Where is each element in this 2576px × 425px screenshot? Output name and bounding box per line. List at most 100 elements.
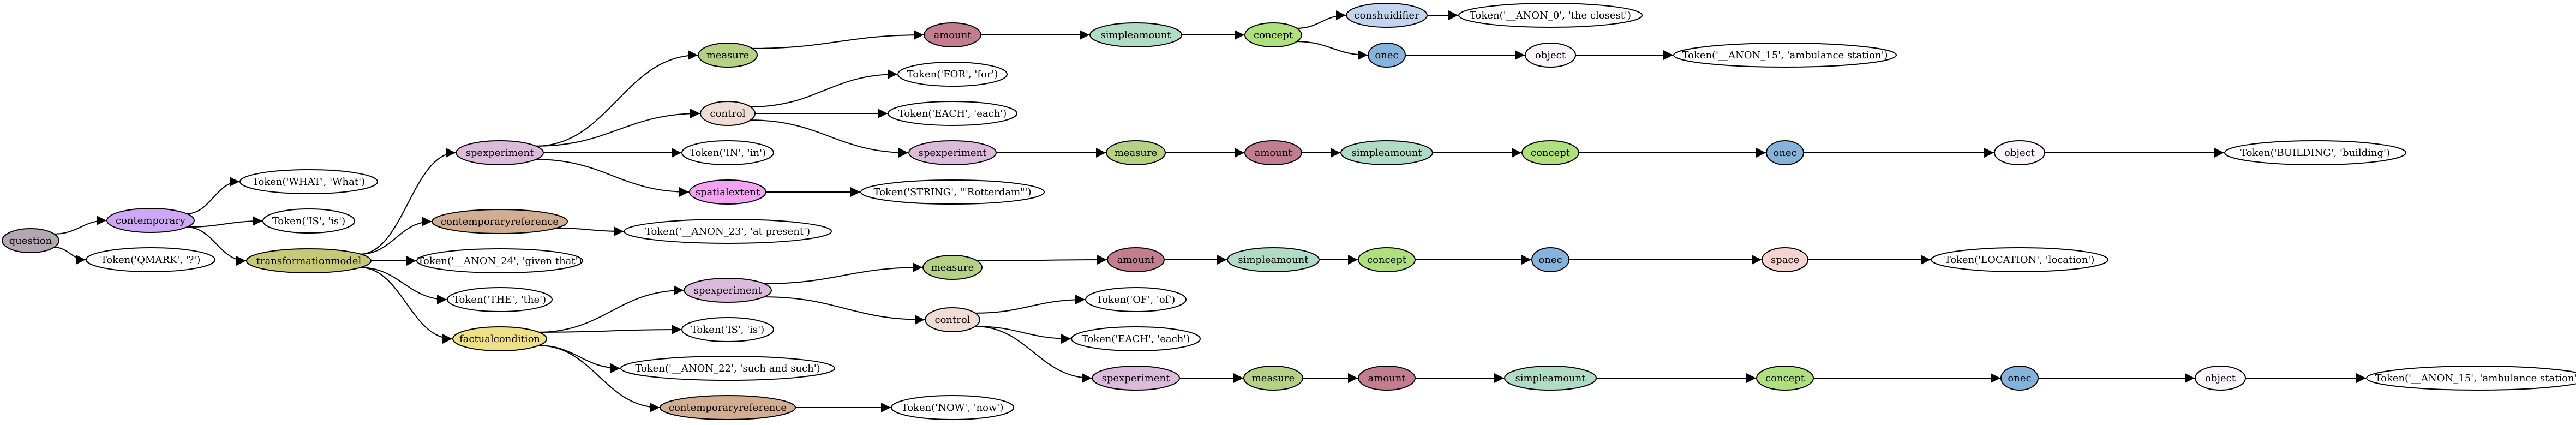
transformationmodel-node-ellipse bbox=[246, 248, 372, 273]
spexperiment-node: spexperiment bbox=[1092, 366, 1180, 391]
contemporaryreference-node-label: contemporaryreference bbox=[441, 216, 559, 228]
token-node-ellipse bbox=[1085, 287, 1187, 312]
simpleamount-node-ellipse bbox=[1089, 22, 1182, 47]
question-node-label: question bbox=[9, 235, 52, 247]
token-node: Token('BUILDING', 'building') bbox=[2224, 140, 2406, 165]
amount-node-ellipse bbox=[1107, 247, 1165, 272]
token-node: Token('NOW', 'now') bbox=[891, 395, 1014, 420]
measure-node-label: measure bbox=[706, 50, 750, 61]
token-node: Token('FOR', 'for') bbox=[897, 62, 1008, 87]
space-node: space bbox=[1762, 247, 1808, 272]
edge-question-to-tok_qmark bbox=[53, 247, 86, 265]
object-node-ellipse bbox=[1994, 140, 2045, 165]
token-node-label: Token('IS', 'is') bbox=[691, 324, 764, 336]
edges-layer bbox=[53, 10, 2366, 412]
token-node-label: Token('FOR', 'for') bbox=[907, 69, 998, 80]
onec-node: onec bbox=[2000, 366, 2039, 391]
onec-node-ellipse bbox=[1531, 247, 1569, 272]
token-node-ellipse bbox=[1458, 3, 1643, 28]
contemporary-node: contemporary bbox=[106, 208, 195, 233]
token-node-label: Token('EACH', 'each') bbox=[898, 108, 1007, 119]
edge-factualcondition-to-spexperiment3 bbox=[538, 285, 684, 333]
spexperiment-node-ellipse bbox=[456, 140, 544, 165]
spexperiment-node: spexperiment bbox=[456, 140, 544, 165]
onec-node-ellipse bbox=[1766, 140, 1804, 165]
amount-node: amount bbox=[1358, 366, 1416, 391]
amount-node: amount bbox=[924, 22, 981, 47]
token-node-label: Token('BUILDING', 'building') bbox=[2240, 147, 2390, 159]
concept-node-label: concept bbox=[1765, 373, 1805, 384]
transformationmodel-node: transformationmodel bbox=[246, 248, 372, 273]
token-node-label: Token('__ANON_22', 'such and such') bbox=[635, 363, 820, 374]
token-node: Token('EACH', 'each') bbox=[1071, 326, 1201, 351]
edge-spexperiment3-to-measure3 bbox=[763, 262, 923, 284]
factualcondition-node: factualcondition bbox=[452, 326, 547, 351]
amount-node-label: amount bbox=[1368, 373, 1406, 384]
object-node-label: object bbox=[1535, 50, 1566, 61]
factualcondition-node-ellipse bbox=[452, 326, 547, 351]
contemporaryreference-node: contemporaryreference bbox=[432, 209, 568, 234]
concept-node-ellipse bbox=[1756, 366, 1814, 391]
amount-node-label: amount bbox=[933, 29, 972, 41]
edge-control2-to-tok_each2 bbox=[974, 326, 1071, 344]
object-node-ellipse bbox=[2195, 366, 2246, 391]
edge-concept1-to-conshuidifier bbox=[1296, 10, 1346, 29]
onec-node-ellipse bbox=[2000, 366, 2039, 391]
question-node: question bbox=[2, 228, 59, 253]
token-node-ellipse bbox=[1673, 43, 1897, 68]
control-node: control bbox=[925, 307, 980, 332]
token-node-ellipse bbox=[86, 247, 215, 272]
edge-control1-to-spexperiment2 bbox=[750, 119, 909, 158]
spatialextent-node: spatialextent bbox=[689, 179, 766, 205]
simpleamount-node-ellipse bbox=[1340, 140, 1433, 165]
contemporaryreference-node-ellipse bbox=[432, 209, 568, 234]
token-node: Token('OF', 'of') bbox=[1085, 287, 1187, 312]
spexperiment-node-ellipse bbox=[908, 140, 997, 165]
simpleamount-node-label: simpleamount bbox=[1515, 373, 1586, 384]
contemporary-node-label: contemporary bbox=[116, 215, 186, 226]
edge-factualcondition-to-contemporaryreference2 bbox=[538, 345, 660, 412]
edge-control1-to-tok_for bbox=[750, 69, 898, 107]
spexperiment-node: spexperiment bbox=[684, 278, 772, 303]
token-node-label: Token('__ANON_15', 'ambulance station') bbox=[1682, 50, 1888, 61]
token-node: Token('__ANON_22', 'such and such') bbox=[620, 356, 835, 381]
onec-node-label: onec bbox=[1538, 254, 1562, 266]
edge-measure3-to-amount3 bbox=[977, 255, 1107, 265]
control-node-label: control bbox=[935, 314, 971, 326]
token-node-label: Token('EACH', 'each') bbox=[1082, 333, 1190, 345]
token-node: Token('THE', 'the') bbox=[447, 287, 553, 312]
measure-node: measure bbox=[1106, 140, 1166, 165]
control-node-ellipse bbox=[700, 101, 756, 126]
concept-node-label: concept bbox=[1254, 29, 1293, 41]
simpleamount-node: simpleamount bbox=[1504, 366, 1597, 391]
transformationmodel-node-label: transformationmodel bbox=[256, 255, 362, 267]
object-node-label: object bbox=[2205, 373, 2236, 384]
simpleamount-node: simpleamount bbox=[1227, 247, 1320, 272]
control-node-label: control bbox=[710, 108, 746, 119]
token-node: Token('IS', 'is') bbox=[681, 317, 774, 342]
edge-contemporary-to-tok_what bbox=[186, 177, 240, 214]
concept-node: concept bbox=[1244, 22, 1302, 47]
measure-node-ellipse bbox=[922, 255, 983, 280]
conshuidifier-node: conshuidifier bbox=[1346, 3, 1428, 28]
onec-node-label: onec bbox=[2008, 373, 2031, 384]
measure-node: measure bbox=[1243, 366, 1303, 391]
token-node-ellipse bbox=[416, 248, 583, 273]
token-node-label: Token('WHAT', 'What') bbox=[253, 176, 365, 188]
edge-control2-to-spexperiment4 bbox=[974, 326, 1092, 383]
token-node-ellipse bbox=[620, 356, 835, 381]
edge-transformationmodel-to-tok_the bbox=[360, 267, 447, 304]
measure-node-ellipse bbox=[698, 43, 758, 68]
onec-node: onec bbox=[1766, 140, 1804, 165]
concept-node-label: concept bbox=[1367, 254, 1407, 266]
spexperiment-node-label: spexperiment bbox=[694, 285, 762, 296]
edge-contemporary-to-tok_is1 bbox=[186, 216, 263, 228]
edge-question-to-contemporary bbox=[53, 216, 107, 235]
measure-node-label: measure bbox=[1115, 147, 1158, 159]
edge-control2-to-tok_of bbox=[974, 295, 1086, 314]
edge-transformationmodel-to-spexperiment1 bbox=[360, 148, 456, 255]
token-node-label: Token('QMARK', '?') bbox=[101, 254, 201, 266]
edge-factualcondition-to-tok_is2 bbox=[538, 325, 682, 335]
amount-node-label: amount bbox=[1117, 254, 1155, 266]
